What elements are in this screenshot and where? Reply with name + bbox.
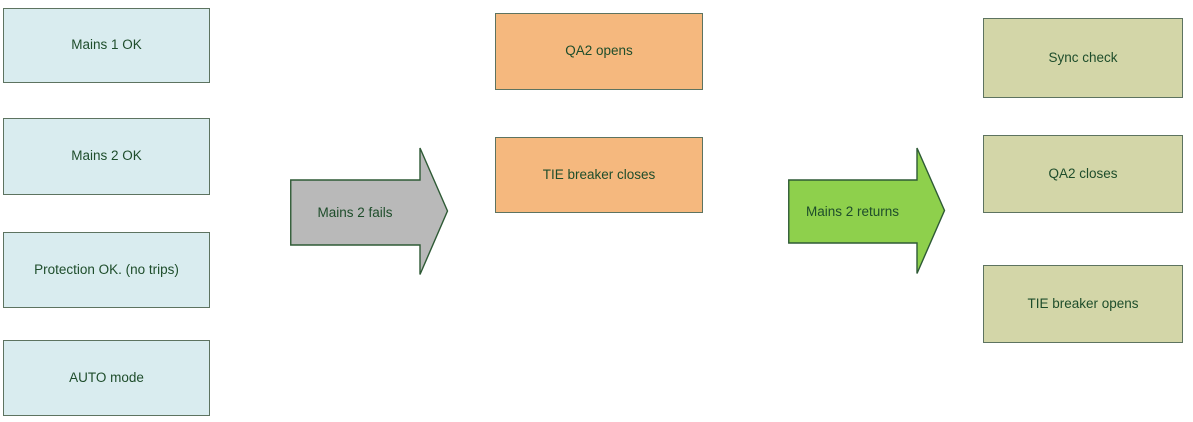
box-protection-ok: Protection OK. (no trips) bbox=[3, 232, 210, 308]
mains-2-returns-arrow bbox=[788, 147, 946, 274]
box-qa2-opens: QA2 opens bbox=[495, 13, 703, 90]
box-label: QA2 opens bbox=[565, 43, 633, 59]
box-auto-mode: AUTO mode bbox=[3, 340, 210, 416]
box-mains-1-ok: Mains 1 OK bbox=[3, 8, 210, 83]
right-block-arrow-shape bbox=[788, 147, 946, 274]
box-label: TIE breaker closes bbox=[542, 166, 656, 182]
box-label: Sync check bbox=[1048, 49, 1118, 65]
box-mains-2-ok: Mains 2 OK bbox=[3, 118, 210, 195]
box-label: Mains 2 OK bbox=[71, 148, 142, 164]
box-label: AUTO mode bbox=[69, 369, 144, 385]
mains-2-fails-arrow bbox=[290, 147, 449, 275]
box-qa2-closes: QA2 closes bbox=[983, 135, 1183, 213]
box-sync-check: Sync check bbox=[983, 18, 1183, 98]
box-label: Protection OK. (no trips) bbox=[34, 261, 179, 277]
box-label: QA2 closes bbox=[1048, 165, 1118, 181]
box-tie-breaker-opens: TIE breaker opens bbox=[983, 265, 1183, 343]
box-label: Mains 1 OK bbox=[71, 37, 142, 53]
box-tie-breaker-closes: TIE breaker closes bbox=[495, 137, 703, 213]
right-block-arrow-shape bbox=[290, 147, 449, 275]
box-label: TIE breaker opens bbox=[1027, 295, 1139, 311]
